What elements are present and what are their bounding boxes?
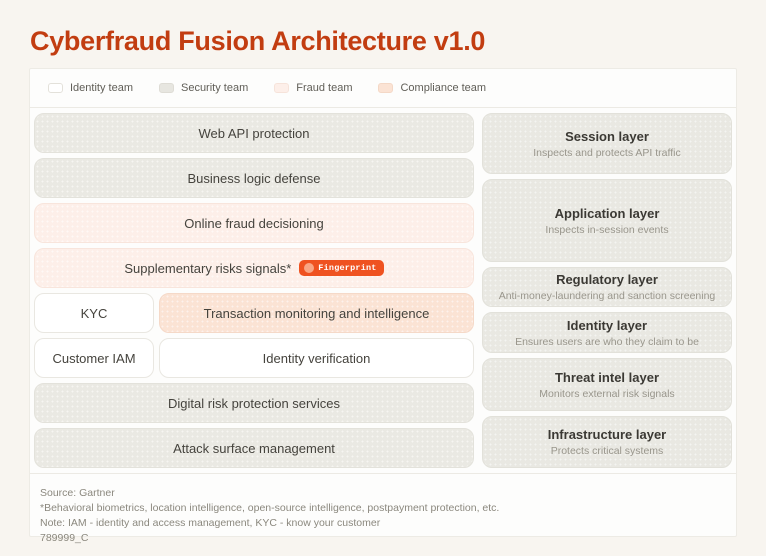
layer-title: Threat intel layer — [554, 369, 660, 385]
capabilities-column: Web API protection Business logic defens… — [34, 113, 474, 468]
identity-team-swatch — [48, 83, 63, 93]
box-supplementary-risk-signals: Supplementary risks signals* Fingerprint — [34, 248, 474, 288]
asterisk-note-line: *Behavioral biometrics, location intelli… — [40, 502, 500, 515]
layer-regulatory: Regulatory layer Anti-money-laundering a… — [482, 267, 732, 307]
supplementary-label: Supplementary risks signals* — [124, 260, 292, 276]
diagram-row: Web API protection — [34, 113, 474, 153]
layer-threat-intel: Threat intel layer Monitors external ris… — [482, 358, 732, 411]
layer-title: Application layer — [554, 205, 660, 221]
diagram-row: Supplementary risks signals* Fingerprint — [34, 248, 474, 288]
diagram-row: KYC Transaction monitoring and intellige… — [34, 293, 474, 333]
legend-item-identity-team: Identity team — [48, 82, 133, 94]
security-team-swatch — [158, 83, 174, 93]
box-digital-risk-protection: Digital risk protection services — [34, 383, 474, 423]
layer-application: Application layer Inspects in-session ev… — [482, 179, 732, 262]
footer-notes: Source: Gartner *Behavioral biometrics, … — [30, 473, 736, 556]
layer-title: Session layer — [565, 128, 649, 144]
legend-label: Security team — [180, 82, 249, 94]
legend: Identity team Security team Fraud team C… — [30, 69, 736, 108]
legend-item-security-team: Security team — [158, 82, 249, 94]
layer-subtitle: Ensures users are who they claim to be — [515, 335, 699, 348]
diagram-row: Online fraud decisioning — [34, 203, 474, 243]
layer-subtitle: Anti-money-laundering and sanction scree… — [498, 290, 716, 302]
fingerprint-badge-label: Fingerprint — [318, 263, 377, 273]
legend-item-fraud-team: Fraud team — [274, 82, 352, 94]
layer-title: Regulatory layer — [556, 272, 658, 287]
layer-session: Session layer Inspects and protects API … — [482, 113, 732, 174]
layer-title: Identity layer — [566, 317, 648, 333]
layer-subtitle: Inspects and protects API traffic — [533, 146, 681, 159]
diagram-area: Web API protection Business logic defens… — [30, 108, 736, 473]
fraud-team-swatch — [274, 83, 290, 93]
fingerprint-icon — [304, 263, 315, 273]
doc-id-line: 789999_C — [40, 532, 89, 545]
layer-subtitle: Protects critical systems — [550, 445, 664, 457]
note-line: Note: IAM - identity and access manageme… — [40, 517, 381, 530]
layers-column: Session layer Inspects and protects API … — [482, 113, 732, 468]
diagram-row: Customer IAM Identity verification — [34, 338, 474, 378]
box-attack-surface-management: Attack surface management — [34, 428, 474, 468]
layer-title: Infrastructure layer — [547, 427, 667, 442]
layer-subtitle: Inspects in-session events — [545, 223, 669, 236]
box-transaction-monitoring: Transaction monitoring and intelligence — [159, 293, 474, 333]
box-customer-iam: Customer IAM — [34, 338, 154, 378]
layer-subtitle: Monitors external risk signals — [539, 387, 675, 400]
legend-label: Identity team — [70, 82, 133, 94]
legend-item-compliance-team: Compliance team — [378, 82, 486, 94]
box-identity-verification: Identity verification — [159, 338, 474, 378]
page-title: Cyberfraud Fusion Architecture v1.0 — [30, 26, 486, 56]
source-line: Source: Gartner — [40, 487, 115, 499]
diagram-row: Digital risk protection services — [34, 383, 474, 423]
compliance-team-swatch — [378, 83, 394, 93]
architecture-panel: Identity team Security team Fraud team C… — [29, 68, 737, 544]
diagram-row: Business logic defense — [34, 158, 474, 198]
box-online-fraud-decisioning: Online fraud decisioning — [34, 203, 474, 243]
box-business-logic-defense: Business logic defense — [34, 158, 474, 198]
legend-label: Compliance team — [400, 82, 487, 94]
diagram-row: Attack surface management — [34, 428, 474, 468]
legend-label: Fraud team — [296, 82, 353, 94]
layer-infrastructure: Infrastructure layer Protects critical s… — [482, 416, 732, 468]
box-web-api-protection: Web API protection — [34, 113, 474, 153]
layer-identity: Identity layer Ensures users are who the… — [482, 312, 732, 353]
box-kyc: KYC — [34, 293, 154, 333]
fingerprint-badge: Fingerprint — [299, 260, 384, 276]
